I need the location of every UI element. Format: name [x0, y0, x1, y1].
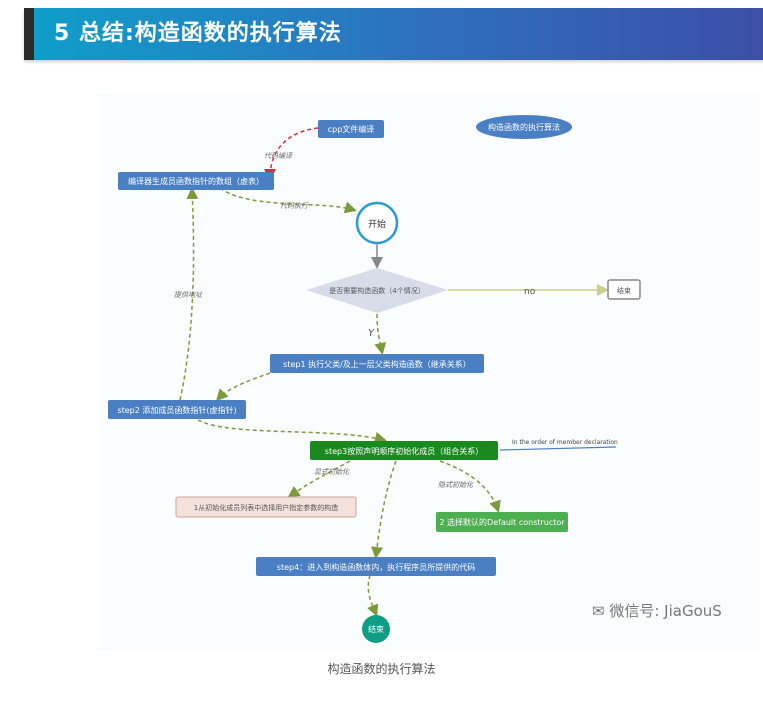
- init-list-label: 1从初始化成员列表中选择用户指定参数的构造: [194, 503, 338, 512]
- edge-label-no: no: [524, 287, 536, 297]
- legend-label: 构造函数的执行算法: [488, 122, 560, 132]
- edge-cpp-to-vtable: [264, 127, 319, 181]
- vtable-node: [118, 172, 274, 190]
- step2-node: [108, 400, 246, 419]
- edge-label-implicit-init: 隐式初始化: [438, 481, 474, 489]
- init-list-node: [175, 496, 357, 518]
- edge-step3-to-step4: [371, 460, 397, 559]
- watermark-text: 微信号: JiaGouS: [609, 602, 722, 620]
- default-ctor-label: 2 选择默认的Default constructor: [439, 517, 565, 527]
- step1-label: step1 执行父类/及上一层父类构造函数（继承关系）: [283, 359, 471, 369]
- legend-ellipse: [476, 115, 572, 139]
- title-accent-bar: [24, 8, 34, 60]
- step2-label: step2 添加成员函数指针(虚指针): [117, 405, 236, 415]
- edge-step2-to-vtable: [179, 187, 199, 401]
- step4-node: [256, 557, 496, 576]
- wechat-icon: ✉: [592, 602, 605, 620]
- end-node: [607, 279, 641, 300]
- edge-step3-to-initlist: [287, 460, 351, 498]
- start-label: 开始: [368, 218, 386, 230]
- edge-note-to-step3: [499, 446, 617, 451]
- figure-caption: 构造函数的执行算法: [327, 662, 436, 676]
- step1-node: [270, 354, 484, 373]
- edge-label-yes: Y: [368, 328, 375, 339]
- title-banner: [24, 8, 763, 60]
- edge-decision-to-step1: [374, 313, 387, 355]
- edge-label-code-exec: 代码执行: [280, 202, 309, 210]
- flowchart-diagram: 代码编译 代码执行 no Y 提供地址 In the order of memb…: [100, 92, 760, 652]
- cpp-compile-label: cpp文件编译: [328, 124, 375, 134]
- decision-label: 是否需要构造函数（4个情况）: [329, 286, 424, 295]
- start-node: [355, 201, 399, 245]
- edge-step4-to-finish: [367, 574, 379, 617]
- page-title: 5 总结:构造函数的执行算法: [54, 21, 342, 46]
- edge-label-provide-address: 提供地址: [174, 291, 203, 299]
- step3-node: [310, 441, 498, 460]
- edge-step1-to-step2: [215, 372, 271, 402]
- cpp-compile-node: [318, 120, 384, 138]
- wechat-watermark: ✉ 微信号: JiaGouS: [592, 600, 722, 621]
- default-ctor-node: [436, 512, 568, 532]
- finish-label: 结束: [368, 624, 384, 634]
- end-label: 结束: [617, 286, 631, 295]
- finish-node: [362, 615, 390, 643]
- member-decl-note: In the order of member declaration: [512, 439, 618, 446]
- step4-label: step4：进入到构造函数体内，执行程序员所提供的代码: [277, 562, 475, 572]
- edge-step2-to-step3: [197, 419, 387, 444]
- step3-label: step3按照声明顺序初始化成员（组合关系）: [325, 446, 483, 456]
- edge-label-code-compile: 代码编译: [264, 152, 293, 160]
- edge-step3-to-default: [439, 460, 501, 513]
- decision-node: [306, 268, 448, 313]
- vtable-label: 编译器生成员函数指针的数组（虚表）: [128, 176, 264, 186]
- edge-label-explicit-init: 显式初始化: [314, 468, 350, 476]
